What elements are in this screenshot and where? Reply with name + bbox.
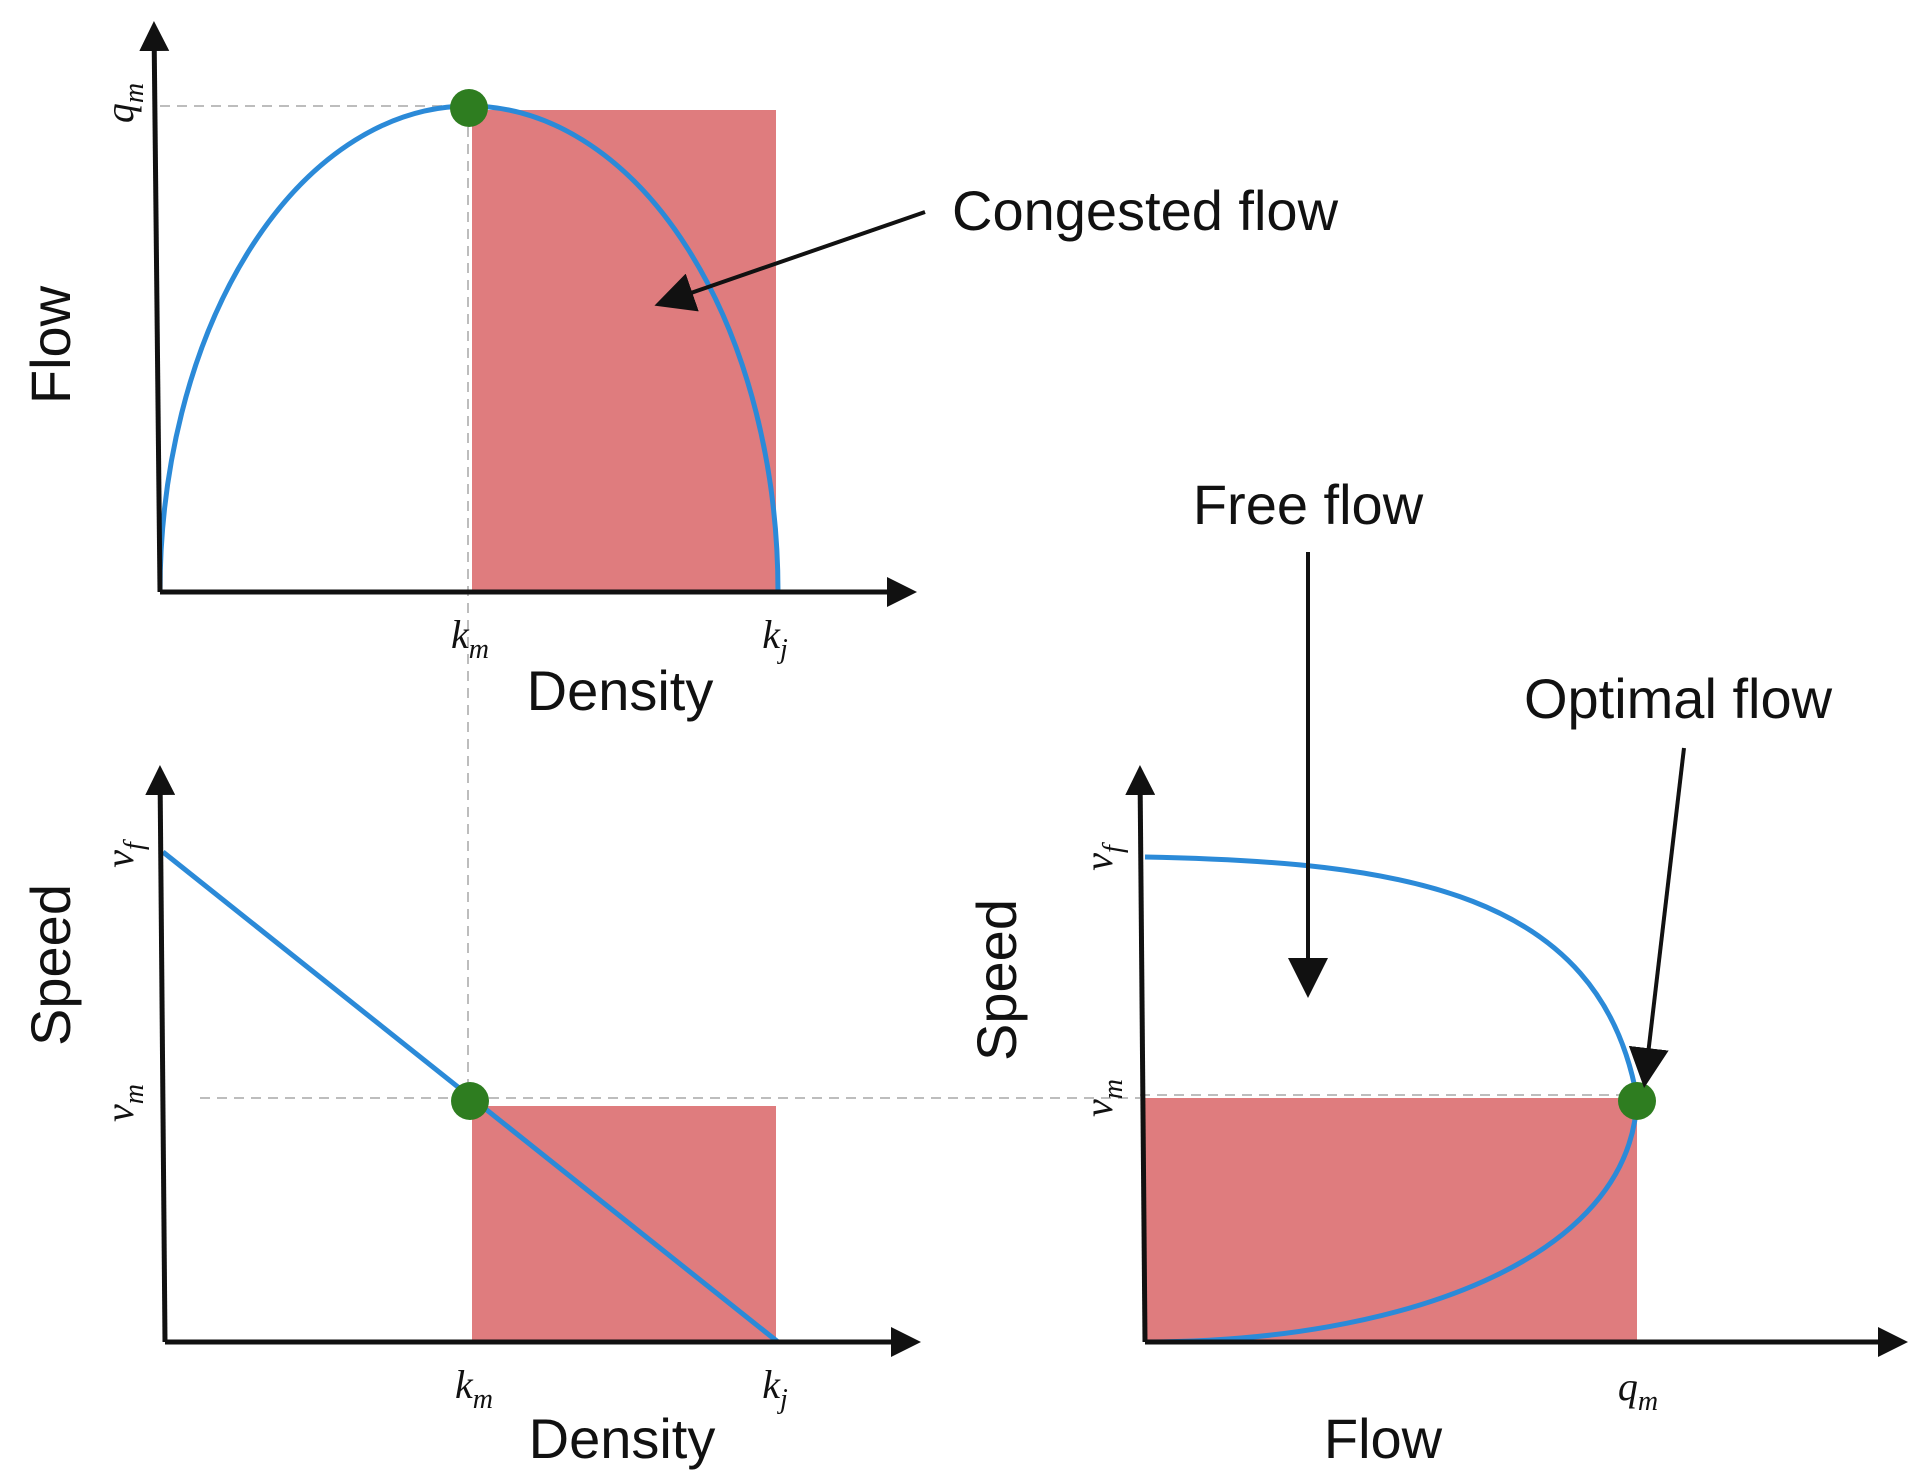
flow-density-x-label: Density xyxy=(527,659,714,722)
speed-flow-panel: Speed Flow vf vm qm xyxy=(965,765,1908,1470)
congested-region-flow xyxy=(1145,1098,1637,1342)
optimal-flow-annotation: Optimal flow xyxy=(1524,667,1833,1088)
tick-kj-speed-density: kj xyxy=(762,1362,788,1415)
speed-flow-x-label: Flow xyxy=(1324,1407,1443,1470)
speed-density-y-axis xyxy=(145,765,176,1343)
congested-flow-annotation: Congested flow xyxy=(654,179,1339,312)
tick-qm-speed-flow: qm xyxy=(1618,1364,1658,1417)
optimal-flow-arrow xyxy=(1628,747,1686,1088)
congested-flow-label: Congested flow xyxy=(952,179,1339,242)
tick-vm-speed-density: vm xyxy=(97,1084,150,1122)
flow-density-panel: Flow Density qm km kj xyxy=(19,21,917,1098)
speed-flow-y-label: Speed xyxy=(965,899,1028,1061)
free-flow-annotation: Free flow xyxy=(1193,473,1424,998)
flow-density-y-label: Flow xyxy=(19,285,82,404)
optimal-flow-point xyxy=(1618,1082,1656,1120)
tick-km-flow-density: km xyxy=(451,612,489,665)
speed-flow-upper-branch xyxy=(1144,854,1640,1099)
tick-vf-speed-density: vf xyxy=(97,839,150,868)
critical-speed-point xyxy=(451,1082,489,1120)
speed-flow-lower-branch xyxy=(1144,1097,1640,1345)
tick-km-speed-density: km xyxy=(455,1362,493,1415)
tick-qm-flow-axis: qm xyxy=(97,83,150,123)
speed-density-y-label: Speed xyxy=(19,884,82,1046)
tick-vf-speed-flow: vf xyxy=(1076,842,1129,871)
flow-density-y-axis xyxy=(139,21,170,593)
speed-density-panel: Speed Density vf vm km kj xyxy=(19,765,1140,1470)
capacity-point xyxy=(450,89,488,127)
free-flow-label: Free flow xyxy=(1193,473,1424,536)
speed-flow-y-axis xyxy=(1125,765,1156,1343)
congested-flow-arrow xyxy=(654,210,926,312)
speed-density-x-label: Density xyxy=(529,1407,716,1470)
congested-region xyxy=(472,110,776,592)
tick-vm-speed-flow: vm xyxy=(1076,1079,1129,1117)
tick-kj-flow-density: kj xyxy=(762,612,788,665)
optimal-flow-label: Optimal flow xyxy=(1524,667,1833,730)
